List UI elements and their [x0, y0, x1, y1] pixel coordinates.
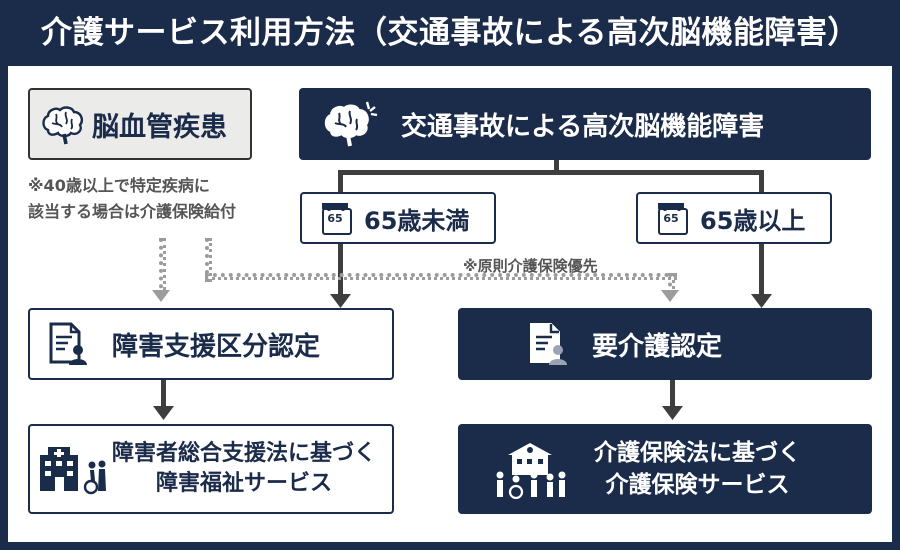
dotted-arrowhead-right [661, 290, 679, 302]
cerebrovascular-box: 脳血管疾患 [28, 88, 252, 160]
connector-traffic-down [554, 160, 559, 174]
traffic-accident-box: 交通事故による高次脳機能障害 [299, 88, 871, 160]
arrowhead-under65 [330, 294, 351, 308]
calendar-icon: 65 [322, 203, 352, 235]
calendar-number: 65 [327, 212, 343, 225]
content-panel: 脳血管疾患 交通事故による高次脳機能障害 ※40歳以上で特定疾病に 該当する場合… [8, 66, 892, 542]
welfare-service-label-line1: 障害者総合支援法に基づく [112, 441, 377, 466]
dotted-connector-right-across [205, 273, 677, 280]
connector-care-cert-down [670, 380, 675, 408]
welfare-service-label-line2: 障害福祉サービス [156, 471, 333, 496]
dotted-connector-right-down [205, 238, 212, 282]
under65-box: 65 65歳未満 [300, 192, 496, 244]
brain-icon [42, 106, 83, 145]
traffic-accident-label: 交通事故による高次脳機能障害 [401, 111, 765, 142]
principle-note: ※原則介護保険優先 [463, 257, 598, 275]
care-service-label-line2: 介護保険サービス [605, 472, 790, 498]
document-person-icon [530, 323, 567, 365]
under65-label: 65歳未満 [364, 206, 470, 235]
calendar-number: 65 [663, 212, 679, 225]
arrowhead-care-cert [662, 406, 683, 420]
disability-classification-label: 障害支援区分認定 [112, 331, 321, 362]
connector-under65-down [338, 244, 343, 296]
connector-classification-down [161, 380, 166, 408]
caregivers-icon [496, 443, 566, 499]
hospital-icon [40, 447, 106, 495]
care-service-box: 介護保険法に基づく 介護保険サービス [458, 424, 872, 514]
welfare-service-box: 障害者総合支援法に基づく 障害福祉サービス [28, 424, 394, 514]
welfare-service-text: 障害者総合支援法に基づく 障害福祉サービス [112, 439, 376, 499]
brain-impact-icon [324, 101, 378, 147]
care-service-label-line1: 介護保険法に基づく [594, 440, 801, 466]
connector-split-horizontal [338, 170, 764, 175]
disability-classification-box: 障害支援区分認定 [28, 308, 394, 380]
cerebrovascular-label: 脳血管疾患 [92, 111, 227, 143]
care-service-text: 介護保険法に基づく 介護保険サービス [594, 437, 801, 501]
page-title: 介護サービス利用方法（交通事故による高次脳機能障害） [40, 15, 860, 51]
age40-note-line2: 該当する場合は介護保険給付 [28, 202, 237, 221]
document-person-icon [49, 322, 87, 365]
connector-over65-down [759, 244, 764, 296]
care-certification-box: 要介護認定 [458, 308, 872, 380]
age40-note-line1: ※40歳以上で特定疾病に [28, 176, 210, 195]
care-certification-label: 要介護認定 [592, 331, 723, 362]
arrowhead-classification [153, 406, 174, 420]
connector-left-drop [338, 170, 343, 192]
over65-box: 65 65歳以上 [636, 192, 832, 244]
calendar-icon: 65 [658, 203, 688, 235]
connector-right-drop [759, 170, 764, 192]
dotted-arrowhead-left [152, 290, 170, 302]
over65-label: 65歳以上 [700, 206, 806, 235]
title-bar: 介護サービス利用方法（交通事故による高次脳機能障害） [0, 0, 900, 66]
arrowhead-over65 [751, 294, 772, 308]
dotted-connector-left [159, 238, 166, 296]
